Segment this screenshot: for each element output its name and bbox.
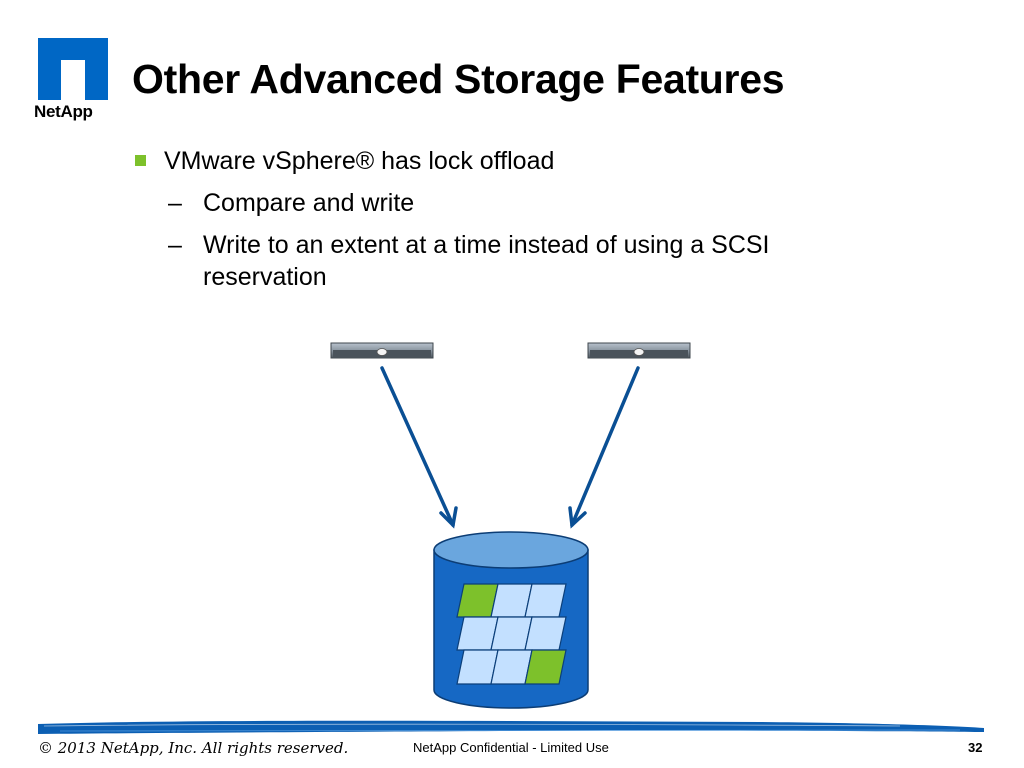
bullet-item: VMware vSphere® has lock offload [132, 145, 892, 177]
data-blocks [456, 583, 567, 685]
page-number: 32 [968, 740, 983, 755]
copyright-text: © 2013 NetApp, Inc. All rights reserved. [38, 739, 349, 757]
sub-bullet-item: – Write to an extent at a time instead o… [132, 229, 892, 293]
netapp-logo: NetApp [34, 38, 114, 124]
arrow-icon [380, 366, 458, 529]
netapp-logo-icon [38, 38, 108, 100]
server-icon [330, 342, 434, 359]
square-bullet-icon [135, 155, 146, 166]
sub-bullet-item: – Compare and write [132, 187, 892, 219]
dash-bullet: – [168, 189, 182, 217]
bullet-list: VMware vSphere® has lock offload – Compa… [132, 145, 892, 293]
sub-bullet-text: Compare and write [203, 189, 415, 217]
server-icon [587, 342, 691, 359]
dash-bullet: – [168, 231, 182, 259]
slide-title: Other Advanced Storage Features [132, 56, 785, 102]
logo-wordmark: NetApp [34, 102, 93, 121]
footer-divider [38, 720, 984, 734]
database-icon [433, 531, 589, 709]
arrow-icon [568, 366, 640, 529]
bullet-text: VMware vSphere® has lock offload [164, 147, 555, 175]
sub-bullet-text: Write to an extent at a time instead of … [203, 231, 770, 291]
confidential-label: NetApp Confidential - Limited Use [413, 740, 609, 755]
